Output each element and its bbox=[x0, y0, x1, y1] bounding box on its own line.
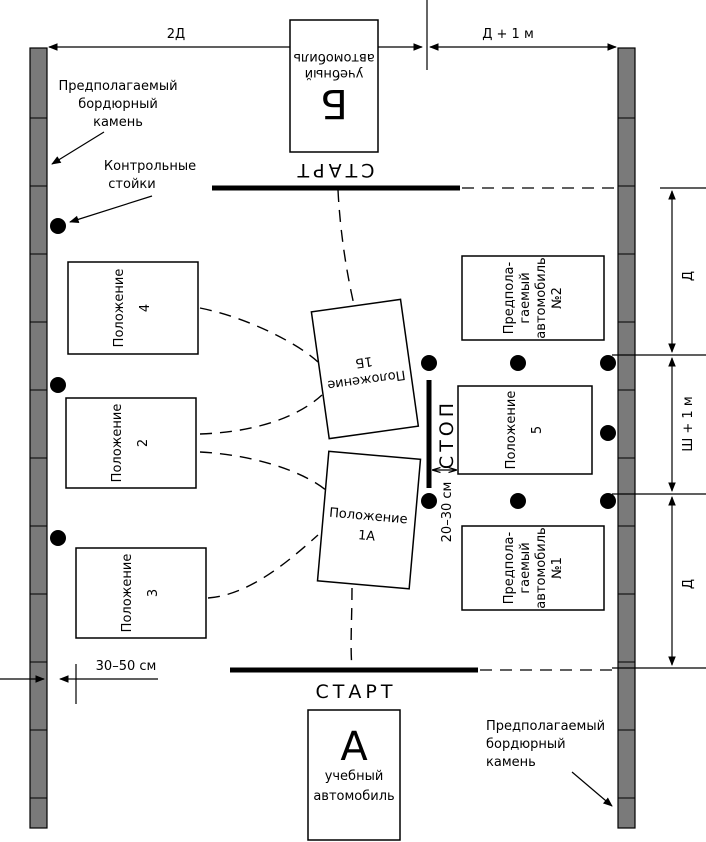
svg-text:Предполагаемый: Предполагаемый bbox=[486, 719, 605, 734]
svg-text:№1: №1 bbox=[550, 557, 565, 579]
position-5: Положение 5 bbox=[457, 385, 593, 475]
svg-text:камень: камень bbox=[93, 115, 143, 130]
dim-2d: 2Д bbox=[167, 27, 185, 42]
post-mid-7 bbox=[600, 493, 616, 509]
control-posts-pointer bbox=[69, 195, 153, 224]
post-mid-2 bbox=[510, 355, 526, 371]
post-left-2 bbox=[50, 377, 66, 393]
car-b-line1: учебный bbox=[305, 66, 364, 81]
control-posts bbox=[50, 218, 616, 546]
parked-car-2: Предпола- гаемый автомобиль №2 bbox=[461, 255, 605, 341]
svg-text:Положение: Положение bbox=[110, 404, 125, 483]
dim-d-lower: Д bbox=[681, 579, 696, 589]
svg-text:гаемый: гаемый bbox=[518, 272, 533, 323]
svg-text:5: 5 bbox=[530, 426, 545, 434]
svg-text:гаемый: гаемый bbox=[518, 542, 533, 593]
svg-text:Положение: Положение bbox=[328, 506, 408, 528]
svg-text:№2: №2 bbox=[550, 287, 565, 309]
svg-text:автомобиль: автомобиль bbox=[534, 527, 549, 608]
right-dimension-lines bbox=[612, 187, 706, 669]
stop-label: СТОП bbox=[436, 399, 458, 469]
dim-20-30: 20–30 см bbox=[440, 482, 455, 543]
svg-text:Положение: Положение bbox=[504, 391, 519, 470]
svg-text:бордюрный: бордюрный bbox=[78, 97, 158, 112]
right-curb bbox=[617, 47, 636, 829]
post-mid-6 bbox=[510, 493, 526, 509]
svg-text:Контрольные: Контрольные bbox=[104, 159, 196, 174]
svg-text:Положение: Положение bbox=[112, 269, 127, 348]
svg-text:стойки: стойки bbox=[108, 177, 155, 192]
svg-text:камень: камень bbox=[486, 755, 536, 770]
post-left-3 bbox=[50, 530, 66, 546]
curb-left-pointer bbox=[51, 131, 105, 165]
gap-30-50-lines bbox=[0, 664, 158, 704]
position-3: Положение 3 bbox=[75, 547, 207, 639]
svg-text:бордюрный: бордюрный bbox=[486, 737, 566, 752]
position-1a: Положение 1А bbox=[316, 450, 422, 590]
trajectories bbox=[199, 189, 355, 669]
car-b: Б учебный автомобиль bbox=[289, 19, 379, 153]
dim-d-upper: Д bbox=[681, 271, 696, 281]
post-left-1 bbox=[50, 218, 66, 234]
svg-text:4: 4 bbox=[138, 304, 153, 312]
car-b-line2: автомобиль bbox=[293, 50, 374, 65]
svg-text:автомобиль: автомобиль bbox=[534, 257, 549, 338]
curb-left-label: Предполагаемый бордюрный камень bbox=[58, 79, 177, 130]
position-4: Положение 4 bbox=[67, 261, 199, 355]
svg-text:2: 2 bbox=[136, 439, 151, 447]
curb-right-label: Предполагаемый бордюрный камень bbox=[486, 719, 605, 770]
svg-text:Предполагаемый: Предполагаемый bbox=[58, 79, 177, 94]
dim-d-plus-1m: Д + 1 м bbox=[482, 27, 534, 42]
dim-30-50: 30–50 см bbox=[96, 659, 157, 674]
post-mid-4 bbox=[600, 425, 616, 441]
post-mid-3 bbox=[600, 355, 616, 371]
svg-text:3: 3 bbox=[146, 589, 161, 597]
car-a-line1: учебный bbox=[325, 769, 384, 784]
svg-text:Предпола-: Предпола- bbox=[502, 531, 517, 604]
parked-car-1: Предпола- гаемый автомобиль №1 bbox=[461, 525, 605, 611]
car-a-line2: автомобиль bbox=[313, 789, 394, 804]
car-a-letter: А bbox=[340, 724, 368, 770]
car-a: А учебный автомобиль bbox=[307, 709, 401, 841]
svg-text:Положение: Положение bbox=[120, 554, 135, 633]
svg-text:1А: 1А bbox=[357, 528, 376, 544]
svg-text:Предпола-: Предпола- bbox=[502, 261, 517, 334]
position-2: Положение 2 bbox=[65, 397, 197, 489]
car-b-letter: Б bbox=[320, 80, 347, 126]
post-mid-5 bbox=[421, 493, 437, 509]
curb-right-pointer bbox=[571, 771, 613, 807]
start-label-bottom: СТАРТ bbox=[316, 681, 397, 703]
svg-text:1Б: 1Б bbox=[354, 353, 373, 370]
post-mid-1 bbox=[421, 355, 437, 371]
left-curb bbox=[29, 47, 48, 829]
control-posts-label: Контрольные стойки bbox=[104, 159, 196, 192]
position-1b: Положение 1Б bbox=[310, 298, 420, 440]
dim-w-plus-1m: Ш + 1 м bbox=[681, 396, 696, 451]
start-label-top: СТАРТ bbox=[294, 159, 375, 181]
